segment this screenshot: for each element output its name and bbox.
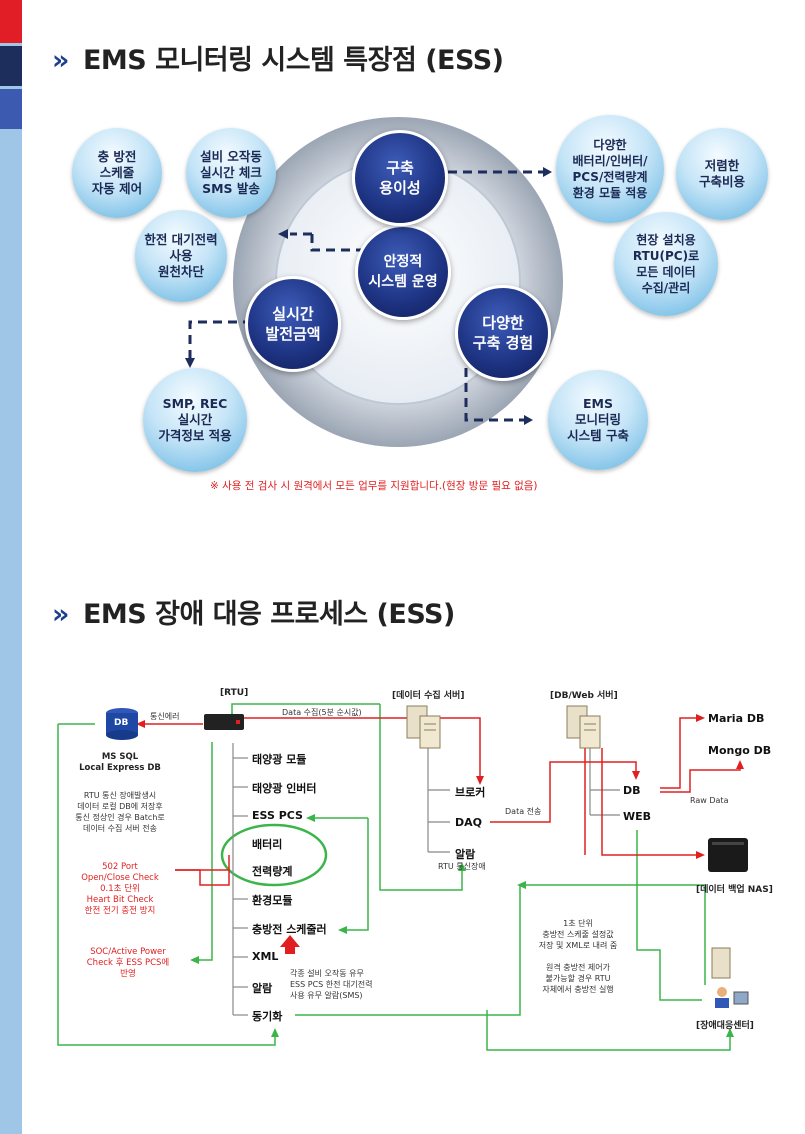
chevron-right-icon: » xyxy=(52,599,69,630)
nas-device-icon xyxy=(708,838,748,872)
rtu-item: 배터리 xyxy=(252,838,283,851)
port-check-description: 502 Port Open/Close Check 0.1초 단위 Heart … xyxy=(81,862,159,916)
rtu-item: 태양광 인버터 xyxy=(252,782,317,795)
support-center-icon xyxy=(711,947,749,1008)
rtu-item: 충방전 스케줄러 xyxy=(252,923,327,936)
web-center-line xyxy=(636,830,702,1001)
rtu-item: 전력량계 xyxy=(252,865,293,878)
section1-title: » EMS 모니터링 시스템 특장점 (ESS) xyxy=(52,38,504,77)
feature-bubble-label: EMS 모니터링 시스템 구축 xyxy=(567,396,629,443)
rtu-comm-fail-label: RTU 통신장애 xyxy=(438,862,486,871)
support-center-label: [장애대응센터] xyxy=(696,1021,754,1031)
feature-bubble: SMP, REC 실시간 가격정보 적용 xyxy=(143,368,247,472)
rtu-item: 동기화 xyxy=(252,1010,283,1023)
comm-fail-line xyxy=(379,704,463,891)
arrow-head xyxy=(543,167,552,177)
feature-bubble-label: 설비 오작동 실시간 체크 SMS 발송 xyxy=(200,149,262,196)
section1-title-text: EMS 모니터링 시스템 특장점 (ESS) xyxy=(82,45,504,76)
chevron-right-icon: » xyxy=(52,45,69,76)
ring-node-top-label: 구축 용이성 xyxy=(379,159,421,197)
ring-node-right: 다양한 구축 경험 xyxy=(455,285,551,381)
center-node: 안정적 시스템 운영 xyxy=(355,224,451,320)
server-alarm-label: 알람 xyxy=(455,848,476,861)
feature-bubble: 현장 설치용 RTU(PC)로 모든 데이터 수집/관리 xyxy=(614,212,718,316)
dbweb-server-label: [DB/Web 서버] xyxy=(550,691,618,701)
center-line xyxy=(520,884,706,985)
support-note: ※ 사용 전 검사 시 원격에서 모든 업무를 지원합니다.(현장 방문 필요 … xyxy=(210,480,538,492)
alarm-description: 각종 설비 오작동 유무 ESS PCS 한전 대기전력 사용 유무 알람(SM… xyxy=(290,969,373,1000)
data-collect-label: Data 수집(5분 순시값) xyxy=(282,708,362,717)
feature-bubble-label: 저렴한 구축비용 xyxy=(698,158,745,189)
rtu-item: XML xyxy=(252,950,279,963)
sidebar-red-block xyxy=(0,0,22,43)
feature-bubble: 다양한 배터리/인버터/ PCS/전력량계 환경 모듈 적용 xyxy=(556,115,664,223)
mongodb-label: Mongo DB xyxy=(708,744,772,757)
arrow-head xyxy=(278,229,288,239)
section2-title-text: EMS 장애 대응 프로세스 (ESS) xyxy=(82,599,455,630)
rtu-item: 알람 xyxy=(252,982,273,995)
feature-bubble: 저렴한 구축비용 xyxy=(676,128,768,220)
ring-node-top: 구축 용이성 xyxy=(352,130,448,226)
ring-node-left: 실시간 발전금액 xyxy=(245,276,341,372)
feature-bubble-label: 다양한 배터리/인버터/ PCS/전력량계 환경 모듈 적용 xyxy=(572,138,648,200)
arrow-line xyxy=(188,320,252,360)
dbweb-server-icon xyxy=(566,705,601,749)
feature-bubble: 한전 대기전력 사용 원천차단 xyxy=(135,210,227,302)
mariadb-label: Maria DB xyxy=(708,712,765,725)
feature-bubble: 설비 오작동 실시간 체크 SMS 발송 xyxy=(186,128,276,218)
rtu-fail-description: RTU 통신 장애발생시 데이터 로컬 DB에 저장후 통신 정상인 경우 Ba… xyxy=(75,791,165,833)
soc-line xyxy=(193,742,213,961)
scheduler-line xyxy=(343,818,369,931)
section2-title: » EMS 장애 대응 프로세스 (ESS) xyxy=(52,592,455,631)
mssql-db-icon xyxy=(106,708,138,740)
sidebar-blue-block xyxy=(0,89,22,129)
comm-error-label: 통신에러 xyxy=(150,712,180,721)
collect-server-icon xyxy=(406,705,441,749)
sidebar-strip xyxy=(0,0,22,1134)
feature-bubble-label: 현장 설치용 RTU(PC)로 모든 데이터 수집/관리 xyxy=(632,233,700,295)
feature-bubble-label: 한전 대기전력 사용 원천차단 xyxy=(144,232,218,279)
battery-meter-ring xyxy=(220,823,328,887)
arrow-head xyxy=(185,358,195,368)
sync-center-line xyxy=(295,885,521,1016)
soc-check-description: SOC/Active Power Check 후 ESS PCS에 반영 xyxy=(86,947,170,979)
broker-label: 브로커 xyxy=(455,786,486,799)
nas-label: [데이터 백업 NAS] xyxy=(696,885,773,895)
rtu-label: [RTU] xyxy=(220,688,249,698)
remote-control-description: 원격 충방전 제어가 불가능할 경우 RTU 자체에서 충방전 실행 xyxy=(542,963,614,994)
ring-node-left-label: 실시간 발전금액 xyxy=(265,305,321,343)
sync-line xyxy=(57,724,276,1046)
db-label: DB xyxy=(623,784,641,797)
scheduler-description: 1초 단위 충방전 스케줄 설정값 저장 및 XML로 내려 줌 xyxy=(538,919,618,950)
feature-bubble-label: SMP, REC 실시간 가격정보 적용 xyxy=(158,396,232,443)
feature-bubble-label: 충 방전 스케줄 자동 제어 xyxy=(91,149,143,196)
data-transfer-label: Data 전송 xyxy=(505,807,542,816)
mssql-label: MS SQL Local Express DB xyxy=(79,752,161,773)
arrow-line xyxy=(464,368,525,422)
web-label: WEB xyxy=(623,810,652,823)
rtu-item: 태양광 모듈 xyxy=(252,753,307,766)
rtu-item: 환경모듈 xyxy=(252,894,293,907)
db-icon-text: DB xyxy=(114,718,129,728)
collect-server-label: [데이터 수집 서버] xyxy=(392,691,465,701)
arrow-line xyxy=(310,234,362,252)
daq-label: DAQ xyxy=(455,816,482,829)
sidebar-navy-block xyxy=(0,46,22,86)
arrow-head xyxy=(524,415,533,425)
ring-node-right-label: 다양한 구축 경험 xyxy=(472,314,534,352)
raw-data-label: Raw Data xyxy=(690,796,729,805)
center-bottom-line xyxy=(486,1010,731,1051)
feature-bubble: EMS 모니터링 시스템 구축 xyxy=(548,370,648,470)
rtu-device-icon xyxy=(204,714,244,730)
rtu-item: ESS PCS xyxy=(252,809,303,822)
feature-bubble: 충 방전 스케줄 자동 제어 xyxy=(72,128,162,218)
center-node-label: 안정적 시스템 운영 xyxy=(368,254,438,290)
